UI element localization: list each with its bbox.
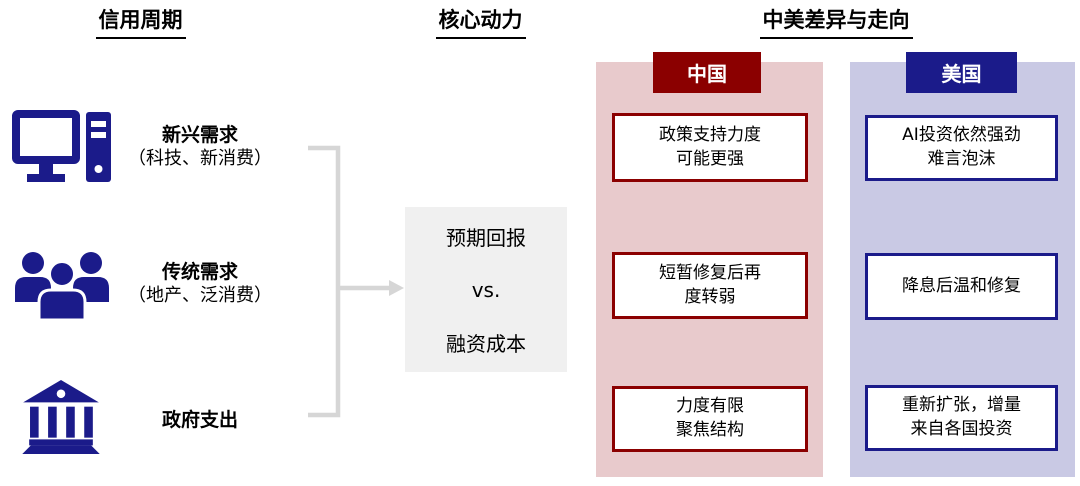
credit-cycle-header-text: 信用周期 [95, 4, 186, 39]
china-box-3-line-2: 聚焦结构 [676, 420, 744, 440]
us-box-2-line-1: 降息后温和修复 [902, 275, 1021, 296]
us-box-re-expansion: 重新扩张，增量 来自各国投资 [865, 385, 1058, 451]
new-demand-title: 新兴需求 [161, 124, 238, 146]
china-box-limited-strength: 力度有限 聚焦结构 [612, 386, 808, 452]
comparison-header-text: 中美差异与走向 [759, 4, 913, 39]
traditional-demand-subtitle: （地产、泛消费） [128, 284, 272, 306]
traditional-demand-label: 传统需求 （地产、泛消费） [100, 261, 300, 307]
government-spending-label: 政府支出 [100, 409, 300, 432]
new-demand-label: 新兴需求 （科技、新消费） [100, 124, 300, 170]
core-driver-box: 预期回报 vs. 融资成本 [405, 207, 567, 372]
us-column-label: 美国 [906, 52, 1017, 93]
driver-line-financing-cost: 融资成本 [446, 332, 526, 356]
computer-icon [12, 110, 112, 188]
us-box-1-line-2: 难言泡沫 [927, 149, 996, 169]
bracket-arrow-connector [308, 145, 404, 418]
china-box-1-line-1: 政策支持力度 [659, 124, 761, 145]
core-driver-header: 核心动力 [398, 4, 563, 39]
china-box-3-line-1: 力度有限 [676, 396, 744, 417]
new-demand-subtitle: （科技、新消费） [128, 147, 272, 169]
credit-cycle-header: 信用周期 [58, 4, 223, 39]
us-box-1-line-1: AI投资依然强劲 [902, 125, 1021, 146]
us-box-3-line-2: 来自各国投资 [910, 419, 1013, 439]
china-box-2-line-2: 度转弱 [684, 286, 736, 307]
driver-line-vs: vs. [471, 277, 501, 302]
people-icon [12, 250, 112, 322]
core-driver-header-text: 核心动力 [435, 4, 526, 39]
china-box-2-line-1: 短暂修复后再 [659, 262, 761, 283]
bank-icon [22, 380, 100, 454]
us-box-3-line-1: 重新扩张，增量 [902, 395, 1021, 416]
china-box-brief-repair: 短暂修复后再 度转弱 [612, 252, 808, 319]
driver-line-expected-return: 预期回报 [446, 226, 526, 250]
china-box-policy-support: 政策支持力度 可能更强 [612, 113, 808, 182]
government-spending-title: 政府支出 [161, 409, 238, 431]
china-column-label: 中国 [653, 52, 761, 93]
china-box-1-line-2: 可能更强 [676, 148, 744, 169]
us-box-ai-investment: AI投资依然强劲 难言泡沫 [865, 115, 1058, 181]
traditional-demand-title: 传统需求 [161, 261, 238, 283]
comparison-header: 中美差异与走向 [705, 4, 967, 39]
us-box-rate-cut-recovery: 降息后温和修复 [865, 253, 1058, 320]
